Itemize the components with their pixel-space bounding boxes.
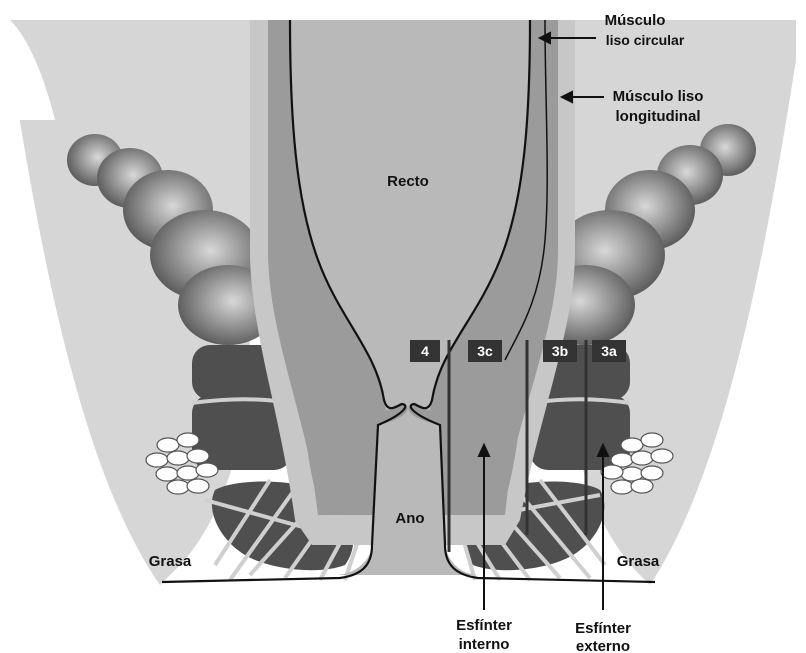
grade-4-label: 4 (421, 343, 429, 359)
internal-sphincter-label-2: interno (459, 636, 510, 653)
grade-badge-4: 4 (410, 340, 440, 362)
rectum-label: Recto (387, 173, 429, 190)
grade-3c-label: 3c (477, 343, 493, 359)
fat-right-label: Grasa (617, 553, 660, 570)
circular-muscle-label-1: Músculo (605, 12, 666, 29)
anus-label: Ano (395, 510, 424, 527)
fat-left-label: Grasa (149, 553, 192, 570)
grade-3b-label: 3b (552, 343, 568, 359)
external-sphincter-label-1: Esfínter (575, 620, 631, 637)
external-sphincter-label-2: externo (576, 638, 630, 653)
grade-badge-3b: 3b (543, 340, 577, 362)
internal-sphincter-label-1: Esfínter (456, 617, 512, 634)
longitudinal-muscle-label-2: longitudinal (616, 108, 701, 125)
circular-muscle-label-2: liso circular (606, 32, 685, 48)
grade-badge-3c: 3c (468, 340, 502, 362)
longitudinal-muscle-label-1: Músculo liso (613, 88, 704, 105)
grade-badge-3a: 3a (592, 340, 626, 362)
grade-3a-label: 3a (601, 343, 617, 359)
